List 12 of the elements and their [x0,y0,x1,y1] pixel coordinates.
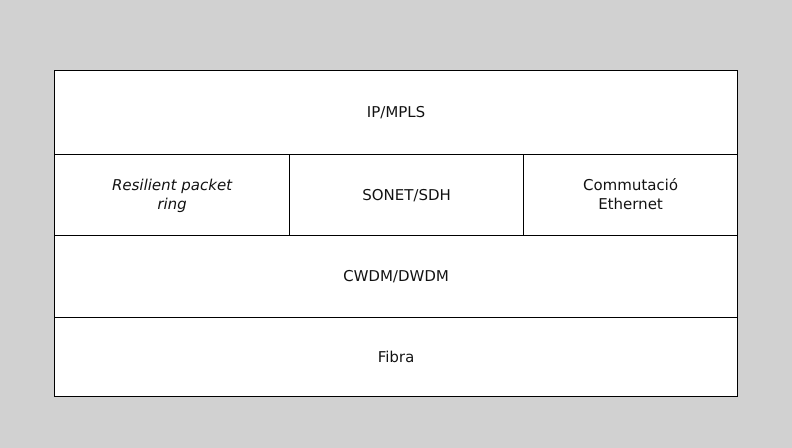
layer-box [289,154,524,236]
layer-box [54,154,290,236]
layer-label: SONET/SDH [362,186,451,204]
layer-box [54,317,738,397]
layer-label: Commutació Ethernet [582,176,680,214]
layer-label: Resilient packet ring [110,176,234,214]
layer-label: Fibra [378,348,414,366]
layer-label: CWDM/DWDM [343,267,449,286]
layer-box [523,154,738,236]
layer-box [54,70,738,155]
layer-box [54,235,738,318]
layer-label: IP/MPLS [366,103,426,122]
